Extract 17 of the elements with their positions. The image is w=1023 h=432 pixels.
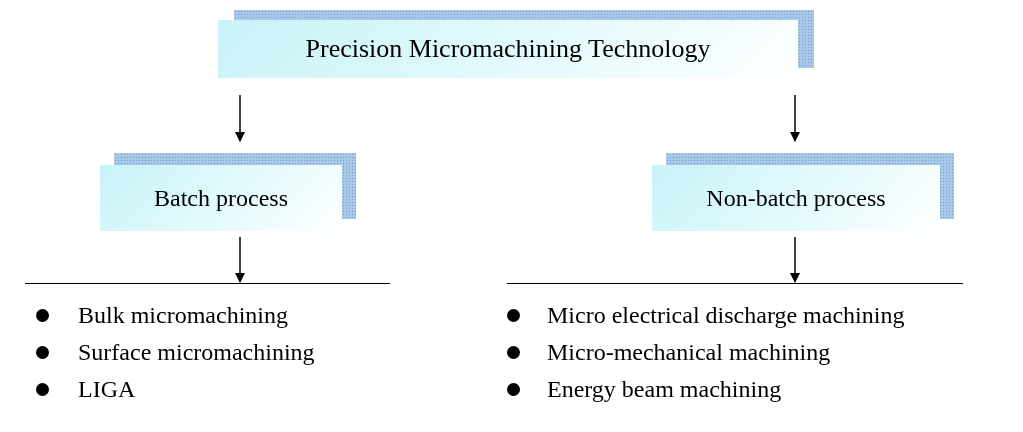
method-list [507,283,963,402]
list-item: Micro-mechanical machining [547,339,831,365]
arrow [790,236,800,283]
list-item: Energy beam machining [547,376,782,402]
process-box [100,165,342,231]
arrow [235,94,245,142]
list-item: Bulk micromachining [78,302,288,328]
box-label: Batch process [154,184,288,212]
process-box [652,165,940,231]
arrow [790,94,800,142]
process-box [218,20,798,78]
arrow [235,236,245,283]
box-label: Non-batch process [706,184,886,212]
list-item: Micro electrical discharge machining [547,302,905,328]
box-label: Precision Micromachining Technology [305,34,711,64]
list-item: LIGA [78,376,136,402]
list-item: Surface micromachining [78,339,315,365]
